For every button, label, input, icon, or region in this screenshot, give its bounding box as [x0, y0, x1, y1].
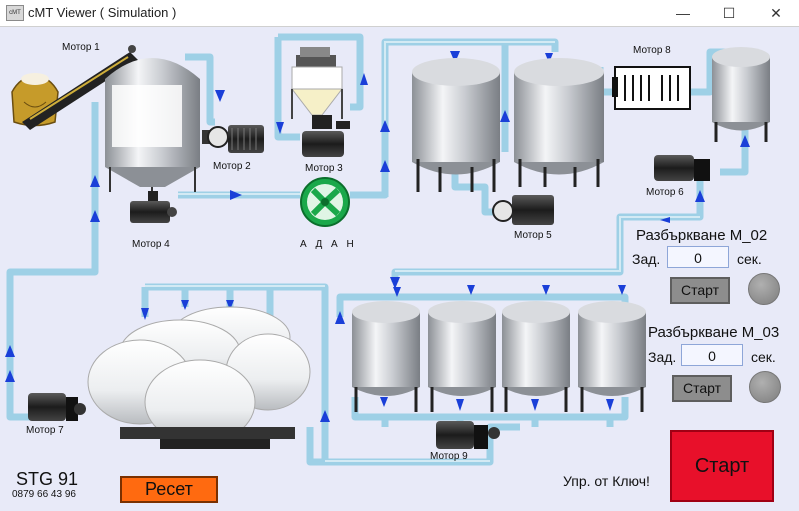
flow-arrow-icon	[542, 285, 550, 295]
steel-tank-icon	[578, 301, 646, 412]
motor-9-icon	[436, 421, 500, 449]
motor-6-icon	[654, 155, 710, 181]
flow-arrow-icon	[660, 217, 670, 223]
mix-m03-unit-label: сек.	[751, 349, 776, 365]
flow-arrow-icon	[230, 190, 242, 200]
flow-arrow-icon	[181, 300, 189, 310]
motor-7-icon	[28, 393, 86, 421]
mix-m03-title: Разбъркване М_03	[648, 324, 780, 341]
title-bar: cMT cMT Viewer ( Simulation ) — ☐ ✕	[0, 0, 799, 27]
silo-tank-icon	[105, 58, 200, 195]
flow-arrow-icon	[276, 122, 284, 134]
mix-m02-start-button[interactable]: Старт	[670, 277, 730, 304]
flow-arrow-icon	[141, 308, 149, 320]
flow-arrow-icon	[360, 73, 368, 85]
flow-arrow-icon	[5, 345, 15, 357]
steel-tank-icon	[428, 301, 496, 412]
flow-arrow-icon	[380, 397, 388, 407]
motor-5-label: Мотор 5	[514, 230, 552, 241]
flow-arrows	[5, 51, 750, 422]
app-icon: cMT	[6, 5, 24, 21]
motor-2-label: Мотор 2	[213, 161, 251, 172]
flow-arrow-icon	[390, 277, 400, 289]
pipe-highlights	[145, 41, 700, 462]
fan-adan-icon	[300, 177, 350, 227]
minimize-button[interactable]: —	[676, 5, 690, 21]
steel-tank-icon	[352, 301, 420, 412]
key-control-label: Упр. от Ключ!	[563, 473, 650, 489]
mix-m02-time-input[interactable]: 0	[667, 246, 729, 268]
horizontal-tanks-icon	[87, 306, 311, 449]
flow-arrow-icon	[215, 90, 225, 102]
motor-6-label: Мотор 6	[646, 187, 684, 198]
motor-9-label: Мотор 9	[430, 451, 468, 462]
close-button[interactable]: ✕	[770, 4, 782, 21]
cone-mixer-icon	[290, 47, 344, 119]
steel-tank-icon	[712, 47, 770, 142]
flow-arrow-icon	[618, 285, 626, 295]
conveyor-icon	[22, 45, 138, 130]
fan-label: А Д А Н	[300, 239, 357, 250]
flow-arrow-icon	[90, 210, 100, 222]
mix-m02-unit-label: сек.	[737, 251, 762, 267]
flow-arrow-icon	[695, 190, 705, 202]
motor-3-label: Мотор 3	[305, 163, 343, 174]
flow-arrow-icon	[500, 110, 510, 122]
motor-4-label: Мотор 4	[132, 239, 170, 250]
process-diagram	[5, 33, 770, 466]
flow-arrow-icon	[545, 53, 553, 63]
flow-arrow-icon	[380, 160, 390, 172]
pump-motor-5-icon	[492, 195, 554, 225]
mix-m03-start-button[interactable]: Старт	[672, 375, 732, 402]
steel-tank-icon	[514, 58, 604, 187]
motor-8-icon	[612, 66, 691, 110]
window-title: cMT Viewer ( Simulation )	[28, 5, 177, 20]
flow-arrow-icon	[450, 51, 460, 63]
motor-3-icon	[302, 115, 350, 157]
mix-m03-zad-label: Зад.	[648, 349, 677, 365]
flow-arrow-icon	[456, 399, 464, 411]
maximize-button[interactable]: ☐	[722, 4, 736, 21]
main-start-button[interactable]: Старт	[670, 430, 774, 502]
flow-arrow-icon	[335, 311, 345, 324]
steel-tank-icon	[412, 58, 500, 192]
flow-arrow-icon	[90, 175, 100, 187]
flow-arrow-icon	[531, 399, 539, 411]
flow-arrow-icon	[5, 370, 15, 382]
pump-motor-2-icon	[202, 125, 264, 153]
mix-m03-status-lamp	[749, 371, 781, 403]
mix-m03-time-input[interactable]: 0	[681, 344, 743, 366]
motor-4-icon	[130, 191, 177, 223]
flow-arrow-icon	[380, 120, 390, 132]
motor-7-label: Мотор 7	[26, 425, 64, 436]
mix-m02-title: Разбъркване М_02	[636, 227, 768, 244]
flow-arrow-icon	[740, 135, 750, 147]
brand-label: STG 91	[16, 469, 79, 489]
phone-label: 0879 66 43 96	[12, 489, 76, 500]
motor-8-label: Мотор 8	[633, 45, 671, 56]
flow-arrow-icon	[226, 300, 234, 310]
mix-m02-status-lamp	[748, 273, 780, 305]
flow-arrow-icon	[393, 287, 401, 297]
reset-button[interactable]: Ресет	[120, 476, 218, 503]
flow-arrow-icon	[467, 285, 475, 295]
flow-arrow-icon	[320, 410, 330, 422]
motor-1-label: Мотор 1	[62, 42, 100, 53]
flow-arrow-icon	[606, 399, 614, 411]
steel-tank-icon	[502, 301, 570, 412]
mix-m02-zad-label: Зад.	[632, 251, 661, 267]
scada-canvas: Мотор 1 Мотор 2 Мотор 3 Мотор 4 Мотор 5 …	[0, 27, 799, 511]
